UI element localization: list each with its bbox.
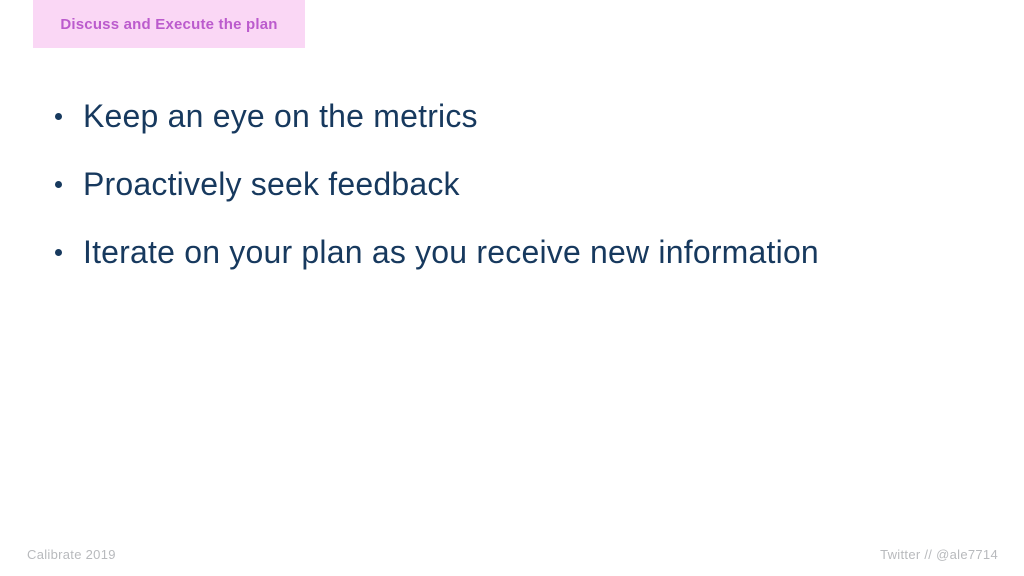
bullet-text: Keep an eye on the metrics	[83, 97, 478, 134]
bullet-item: Proactively seek feedback	[55, 164, 819, 204]
bullet-dot-icon	[55, 180, 62, 188]
bullet-text: Iterate on your plan as you receive new …	[83, 233, 819, 270]
section-badge: Discuss and Execute the plan	[33, 0, 305, 48]
bullet-dot-icon	[55, 112, 62, 120]
bullet-item: Keep an eye on the metrics	[55, 96, 819, 136]
footer-event-label: Calibrate 2019	[27, 547, 116, 562]
section-badge-label: Discuss and Execute the plan	[60, 15, 278, 33]
footer-twitter-handle: Twitter // @ale7714	[880, 547, 998, 562]
bullet-text: Proactively seek feedback	[83, 165, 460, 202]
bullet-list: Keep an eye on the metrics Proactively s…	[55, 96, 819, 300]
bullet-item: Iterate on your plan as you receive new …	[55, 232, 819, 272]
bullet-dot-icon	[55, 248, 62, 256]
footer: Calibrate 2019 Twitter // @ale7714	[27, 547, 998, 562]
